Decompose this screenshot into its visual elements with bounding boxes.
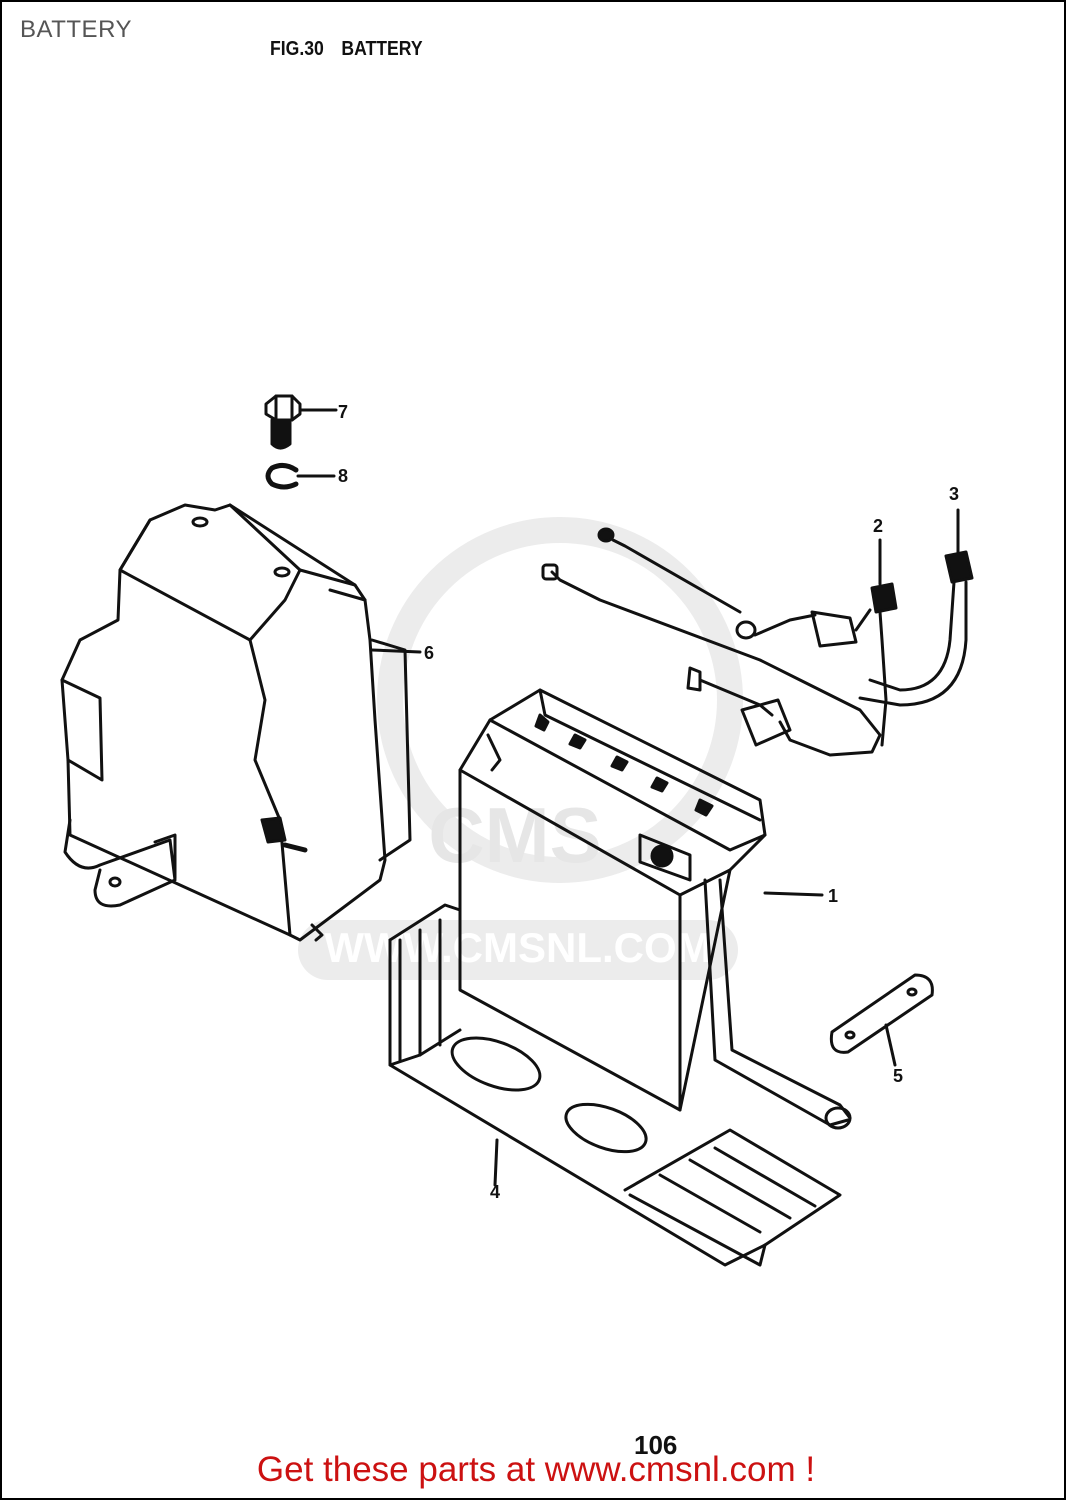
figure-title: FIG.30 BATTERY xyxy=(270,38,440,61)
watermark-banner xyxy=(298,920,738,980)
plate-part-5 xyxy=(829,973,934,1067)
callout-2: 2 xyxy=(873,516,883,536)
battery-tray-part-4 xyxy=(388,903,842,1267)
callout-6: 6 xyxy=(424,643,434,663)
watermark: CMS WWW.CMSNL.COM xyxy=(298,517,743,980)
watermark-logo-ring xyxy=(377,517,743,883)
page-label: BATTERY xyxy=(20,16,132,43)
battery-cover-part-6 xyxy=(60,503,422,942)
battery-lead-part-2 xyxy=(541,527,898,757)
watermark-url: WWW.CMSNL.COM xyxy=(324,924,711,971)
battery-lead-part-3 xyxy=(858,508,974,707)
callout-4: 4 xyxy=(490,1182,500,1202)
figure-title-text: BATTERY xyxy=(341,38,423,60)
callout-3: 3 xyxy=(949,484,959,504)
get-parts-link[interactable]: Get these parts at www.cmsnl.com ! xyxy=(256,1450,816,1489)
figure-number: FIG.30 xyxy=(270,38,324,60)
callout-7: 7 xyxy=(338,402,348,422)
callout-labels: 1 2 3 4 5 6 7 8 xyxy=(338,402,959,1202)
callout-8: 8 xyxy=(338,466,348,486)
page-number: 106 xyxy=(634,1430,678,1460)
battery-part-1 xyxy=(458,688,852,1130)
callout-5: 5 xyxy=(893,1066,903,1086)
washer-part-8 xyxy=(265,462,336,490)
bolt-part-7 xyxy=(264,394,338,450)
callout-1: 1 xyxy=(828,886,838,906)
